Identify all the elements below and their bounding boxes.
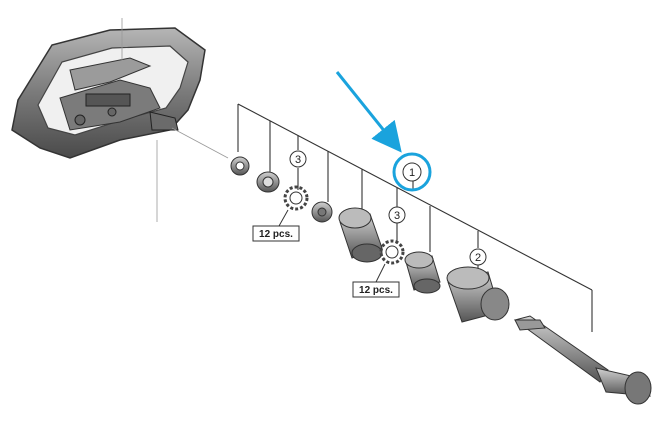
part-small-bearing [230, 156, 250, 176]
quantity-label-2: 12 pcs. [359, 285, 393, 296]
quantity-box-1: 12 pcs. [252, 209, 300, 242]
arrow-pointer-icon [335, 71, 402, 153]
part-washer [256, 171, 280, 193]
quantity-label-1: 12 pcs. [259, 229, 293, 240]
callout-label-3a: 3 [295, 154, 301, 166]
guide-lines [121, 18, 229, 222]
part-small-nut [311, 201, 333, 223]
callout-2[interactable]: 2 [469, 248, 487, 266]
bracket-lines [237, 103, 593, 332]
callout-3b[interactable]: 3 [388, 206, 406, 224]
quantity-box-2: 12 pcs. [352, 263, 400, 298]
part-sleeve-2 [404, 251, 441, 294]
part-sleeve-flanged [446, 266, 510, 323]
part-ball-retainer-2 [379, 239, 405, 265]
callout-label-1: 1 [409, 167, 415, 179]
part-ball-retainer-1 [283, 185, 309, 211]
part-spindle-axle [513, 315, 652, 405]
callout-3a[interactable]: 3 [289, 150, 307, 168]
callout-label-2: 2 [475, 252, 481, 264]
part-sleeve-1 [338, 207, 383, 263]
pedal-body [11, 27, 206, 159]
callout-circle-1[interactable]: 1 [392, 152, 432, 192]
callout-label-3b: 3 [394, 210, 400, 222]
